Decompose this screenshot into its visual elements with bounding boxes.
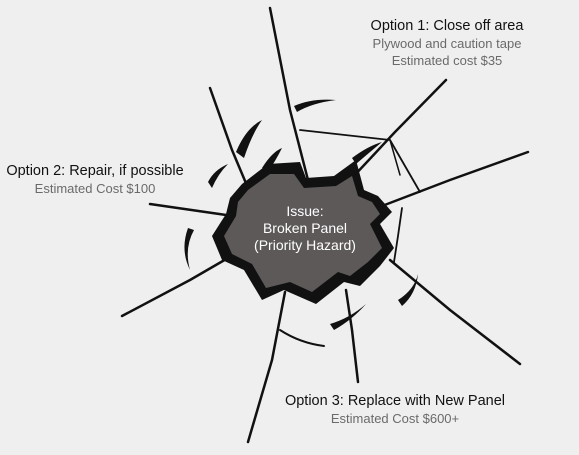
issue-priority: (Priority Hazard) [254,237,356,253]
issue-label: Issue: Broken Panel (Priority Hazard) [235,203,375,254]
option-3-cost: Estimated Cost $600+ [330,411,460,426]
crack-line [268,6,310,182]
issue-heading: Issue: [286,203,324,219]
crack-line [246,290,287,444]
option-1-callout: Option 1: Close off area Plywood and cau… [352,18,542,69]
fracture-arc [208,164,228,188]
crack-line [393,207,403,263]
option-2-callout: Option 2: Repair, if possible Estimated … [0,163,190,197]
crack-line [344,288,360,384]
crack-line [380,150,530,208]
crack-line [388,258,522,366]
crack-line [350,78,448,180]
option-2-title: Option 2: Repair, if possible [6,163,184,179]
option-1-cost: Estimated cost $35 [391,53,503,68]
issue-name: Broken Panel [262,220,348,236]
fracture-arc [352,142,382,164]
crack-line [148,202,242,219]
crack-line [208,86,250,190]
fracture-arc [398,274,418,306]
option-1-detail: Plywood and caution tape [372,36,522,51]
fracture-arc [330,304,366,330]
fracture-arc [294,99,336,112]
option-1-title: Option 1: Close off area [370,18,524,34]
hole-surface [224,174,382,292]
fracture-arc [184,228,194,270]
option-2-cost: Estimated Cost $100 [34,181,156,196]
crack-line [389,139,401,176]
option-3-title: Option 3: Replace with New Panel [284,393,506,409]
crack-line [120,256,230,318]
option-3-callout: Option 3: Replace with New Panel Estimat… [265,393,525,427]
crack-line [279,329,325,347]
fracture-arc [236,120,262,158]
